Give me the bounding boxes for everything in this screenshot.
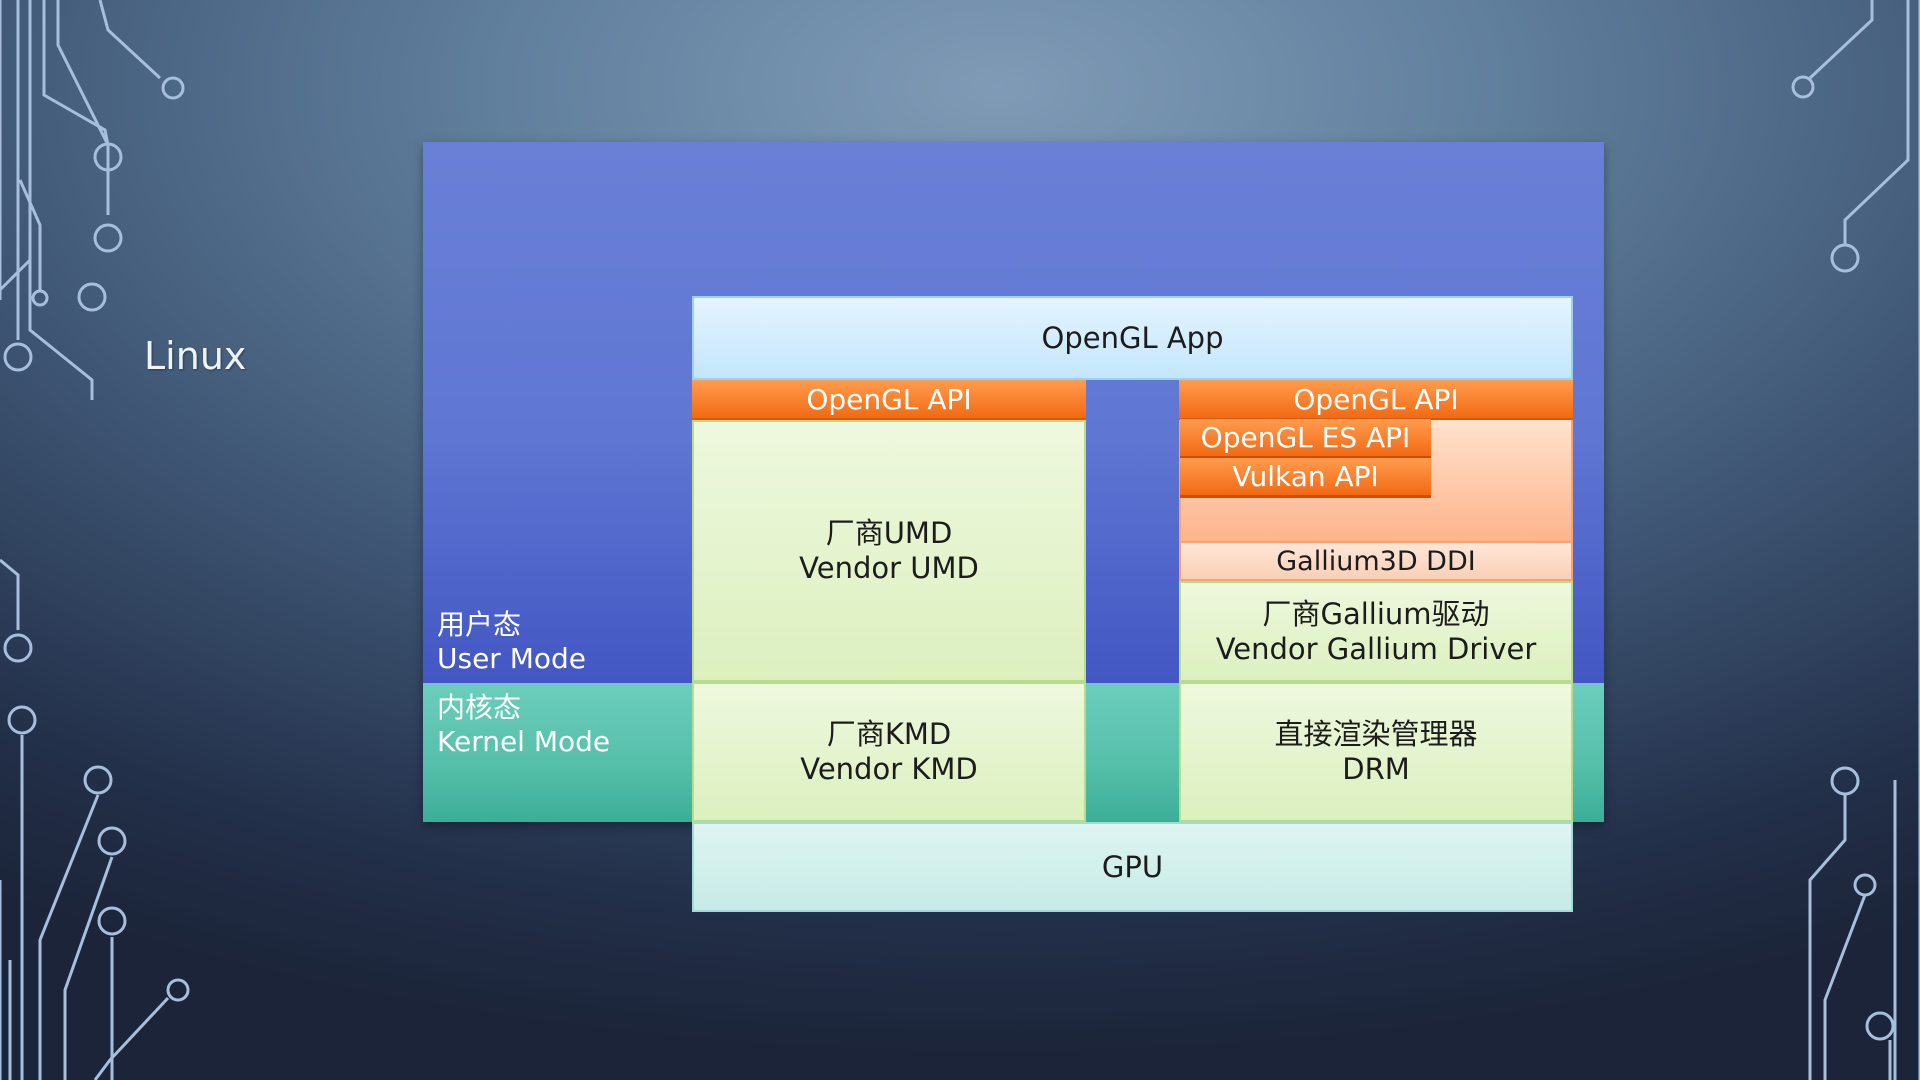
drm-label-cn: 直接渲染管理器 <box>1274 717 1478 751</box>
opengl-app-block: OpenGL App <box>692 296 1573 380</box>
right-opengl-api-block: OpenGL API <box>1179 380 1573 420</box>
kernel-mode-label: 内核态 Kernel Mode <box>437 691 610 759</box>
vendor-gallium-driver-label-cn: 厂商Gallium驱动 <box>1262 596 1490 631</box>
opengl-es-api-label: OpenGL ES API <box>1200 421 1411 454</box>
vulkan-api-block: Vulkan API <box>1180 458 1431 498</box>
vendor-gallium-driver-block: 厂商Gallium驱动 Vendor Gallium Driver <box>1179 581 1573 682</box>
user-mode-label: 用户态 User Mode <box>437 608 586 676</box>
vendor-umd-label-en: Vendor UMD <box>799 551 979 585</box>
opengl-app-label: OpenGL App <box>1041 320 1224 355</box>
gallium3d-ddi-block: Gallium3D DDI <box>1179 541 1573 581</box>
vendor-kmd-block: 厂商KMD Vendor KMD <box>692 682 1086 822</box>
user-mode-label-cn: 用户态 <box>437 608 522 641</box>
drm-label-en: DRM <box>1342 752 1410 786</box>
vulkan-api-label: Vulkan API <box>1232 460 1379 493</box>
gallium3d-ddi-label: Gallium3D DDI <box>1276 545 1476 577</box>
vendor-umd-block: 厂商UMD Vendor UMD <box>692 420 1086 682</box>
kernel-mode-label-en: Kernel Mode <box>437 725 611 758</box>
circuit-decoration-right <box>1791 0 1920 1080</box>
slide-title: Linux <box>144 334 247 378</box>
drm-block: 直接渲染管理器 DRM <box>1179 682 1573 822</box>
vendor-kmd-label-en: Vendor KMD <box>800 752 978 786</box>
opengl-es-api-block: OpenGL ES API <box>1180 419 1431 459</box>
gpu-block: GPU <box>692 822 1573 912</box>
kernel-mode-label-cn: 内核态 <box>437 691 522 724</box>
left-opengl-api-label: OpenGL API <box>806 382 972 416</box>
user-mode-label-en: User Mode <box>437 642 587 675</box>
left-opengl-api-block: OpenGL API <box>692 380 1086 420</box>
vendor-gallium-driver-label-en: Vendor Gallium Driver <box>1215 631 1537 666</box>
circuit-decoration-left <box>0 0 190 1080</box>
vendor-kmd-label-cn: 厂商KMD <box>826 717 952 751</box>
vendor-umd-label-cn: 厂商UMD <box>825 516 953 550</box>
right-opengl-api-label: OpenGL API <box>1293 382 1459 416</box>
gpu-label: GPU <box>1101 849 1164 884</box>
